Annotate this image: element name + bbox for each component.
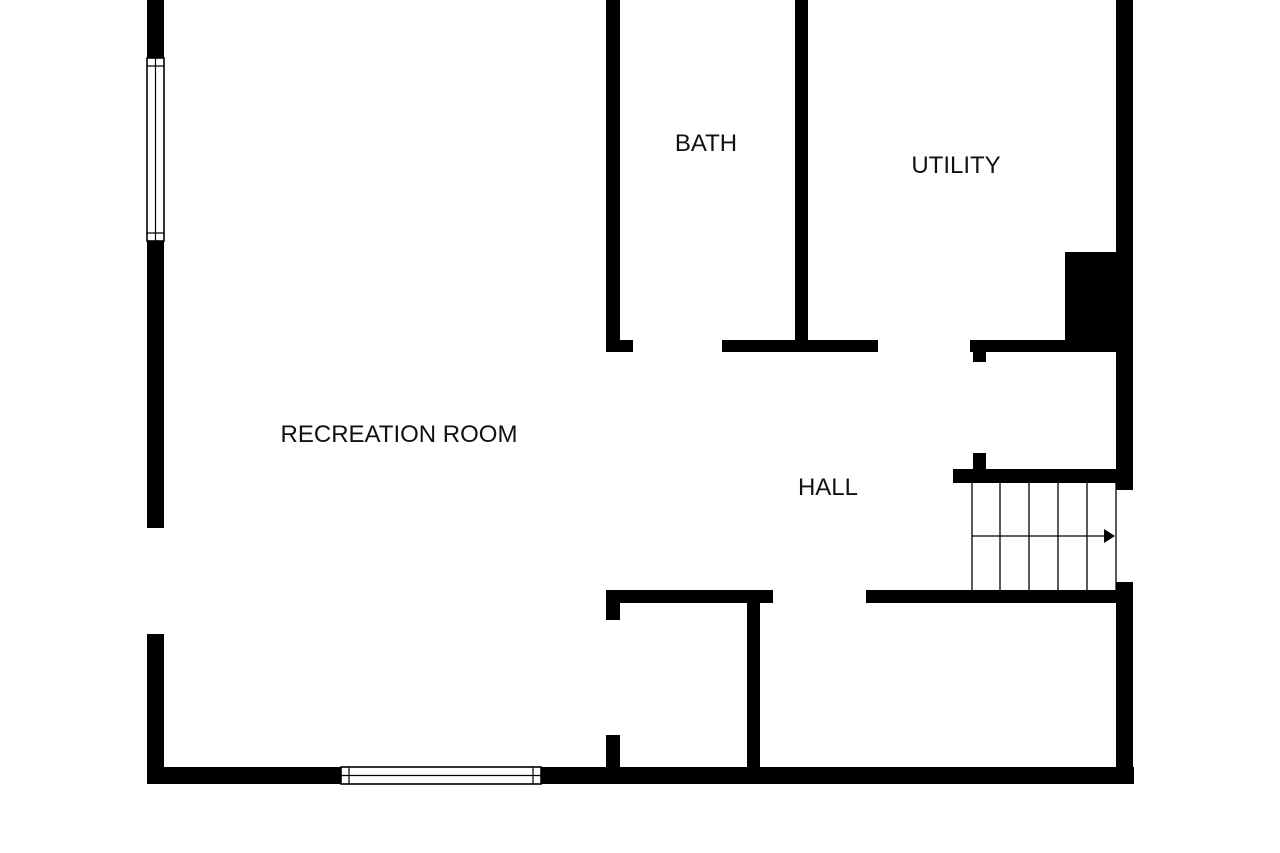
closet-wall-bottom — [953, 469, 1133, 483]
stairs — [971, 483, 1117, 590]
bath-label: BATH — [675, 130, 737, 157]
bath-wall-left — [606, 0, 620, 352]
closet-lower-wall-left-bottom — [606, 735, 620, 784]
left-window — [146, 57, 165, 242]
bottom-wall-right — [541, 767, 1134, 784]
left-wall-bottom — [147, 634, 164, 784]
bath-walls — [606, 0, 878, 352]
bath-wall-bottom-right — [722, 340, 878, 352]
bath-wall-bottom-left — [606, 340, 633, 352]
lower-top-wall-left — [606, 590, 773, 603]
closet-wall-left-top — [973, 340, 986, 362]
lower-divider-wall — [747, 590, 760, 784]
utility-chimney — [1065, 252, 1133, 352]
right-wall-bottom — [1116, 582, 1133, 784]
bath-wall-right — [795, 0, 808, 352]
bottom-window — [340, 766, 542, 785]
closet-lower-wall-left-top — [606, 590, 620, 620]
hall-label: HALL — [798, 474, 858, 501]
left-wall-middle — [147, 241, 164, 528]
closet-walls — [953, 340, 1133, 483]
bottom-wall-left — [147, 767, 341, 784]
outer-walls — [147, 0, 1134, 784]
lower-walls — [606, 590, 1133, 784]
utility-label: UTILITY — [911, 152, 1000, 179]
left-wall-top — [147, 0, 164, 58]
stair-arrow-icon — [1104, 529, 1115, 543]
right-wall-top — [1116, 0, 1133, 490]
utility-walls — [970, 252, 1133, 352]
lower-top-wall-right — [866, 590, 1133, 603]
recreation-room-label: RECREATION ROOM — [281, 421, 518, 448]
